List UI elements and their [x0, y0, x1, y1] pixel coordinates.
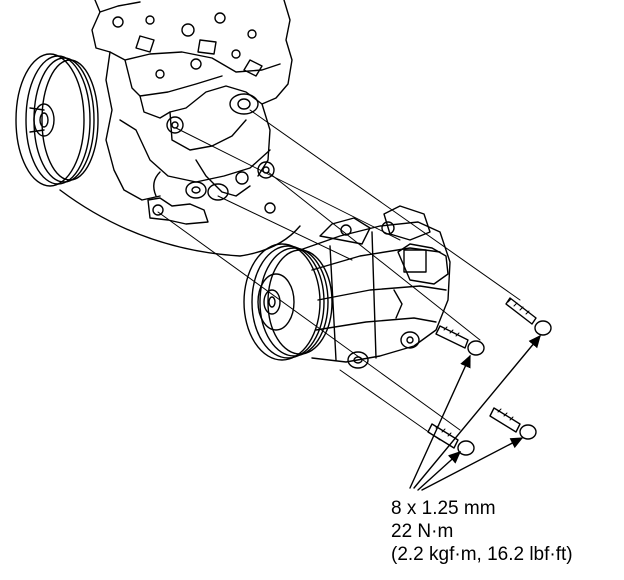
callout-arrow-4 — [421, 437, 524, 491]
alignment-guide-lines — [157, 109, 521, 441]
engine-mount-boss-4 — [235, 161, 276, 214]
engine-mount-boss-1 — [229, 93, 259, 115]
bolt-upper-right — [505, 297, 552, 336]
engine-mount-boss-3 — [185, 181, 229, 201]
torque-nm-label: 22 N·m — [391, 521, 454, 542]
callout-arrows — [409, 334, 541, 491]
bolt-lower-left — [427, 423, 475, 456]
engine-block — [91, 0, 293, 201]
bolt-lower-right — [489, 407, 537, 440]
ac-compressor — [243, 205, 451, 369]
engine-mount-boss-2 — [166, 116, 184, 134]
crankshaft-pulley — [15, 53, 99, 187]
bolt-size-label: 8 x 1.25 mm — [391, 498, 496, 519]
bolt-spec-callout: 8 x 1.25 mm 22 N·m (2.2 kgf·m, 16.2 lbf·… — [391, 497, 573, 566]
torque-alt-label: (2.2 kgf·m, 16.2 lbf·ft) — [391, 544, 573, 565]
compressor-body — [299, 205, 451, 369]
bolt-middle — [435, 325, 485, 356]
callout-arrow-1 — [409, 354, 471, 489]
callout-arrow-3 — [417, 451, 462, 491]
callout-arrow-2 — [413, 334, 541, 489]
compressor-clutch-pulley — [243, 243, 333, 361]
engine-lower-bracket — [147, 171, 209, 225]
belt-path-curve — [59, 189, 301, 257]
